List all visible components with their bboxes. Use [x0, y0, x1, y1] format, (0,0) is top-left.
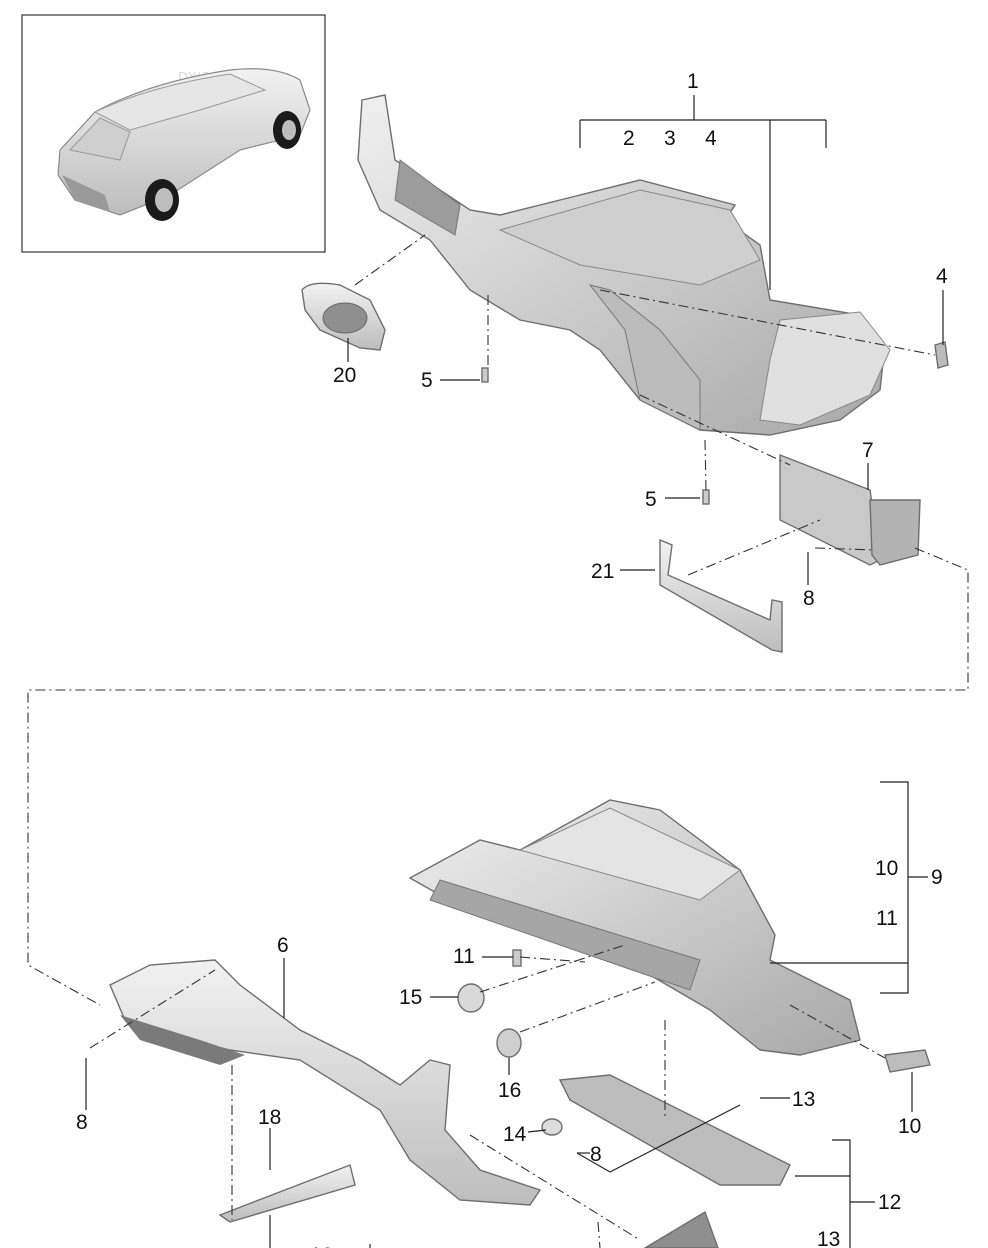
callout-19: 19	[310, 1244, 333, 1248]
trim-strip-part	[659, 538, 783, 653]
callout-4-top: 4	[705, 127, 717, 150]
callout-12: 12	[878, 1191, 901, 1214]
callout-2: 2	[623, 127, 635, 150]
leader-lines	[85, 95, 944, 1248]
callout-18: 18	[258, 1106, 281, 1129]
callout-10-bracket: 10	[875, 857, 898, 880]
callout-10: 10	[898, 1115, 921, 1138]
lower-trim-part	[109, 959, 542, 1206]
callout-11-bracket: 11	[876, 907, 898, 930]
callout-11: 11	[453, 945, 475, 968]
callout-4-right: 4	[936, 265, 948, 288]
vehicle-thumbnail: DYIREN.COM	[21, 14, 326, 253]
callout-20: 20	[333, 364, 356, 387]
cover-panel-part	[558, 1074, 791, 1186]
callout-13-bottom: 13	[817, 1228, 840, 1248]
glovebox-lid-part	[779, 453, 921, 566]
callout-13-right: 13	[792, 1088, 815, 1111]
car-illustration	[57, 68, 311, 221]
callout-16: 16	[498, 1079, 521, 1102]
callout-9: 9	[931, 866, 943, 889]
callout-7: 7	[862, 439, 874, 462]
callout-8-upper: 8	[803, 587, 815, 610]
callout-14: 14	[503, 1123, 527, 1146]
assembly-lines	[27, 234, 969, 1248]
callout-5-upper: 5	[421, 369, 433, 392]
callout-8-left: 8	[76, 1111, 88, 1134]
small-components	[457, 341, 949, 1248]
vent-bezel-part	[301, 282, 386, 351]
callout-15: 15	[399, 986, 422, 1009]
callout-8-mid: 8	[590, 1143, 602, 1166]
callout-numbers: 1 2 3 4 4 20 5 7 5 21 8 10 9 11 6 11 15 …	[76, 70, 948, 1248]
small-strip-part	[218, 1164, 356, 1223]
callout-21: 21	[591, 560, 614, 583]
callout-3: 3	[664, 127, 676, 150]
glovebox-assembly-part	[408, 799, 861, 1056]
callout-6: 6	[277, 934, 289, 957]
callout-1: 1	[687, 70, 699, 93]
callout-5-lower: 5	[645, 488, 657, 511]
